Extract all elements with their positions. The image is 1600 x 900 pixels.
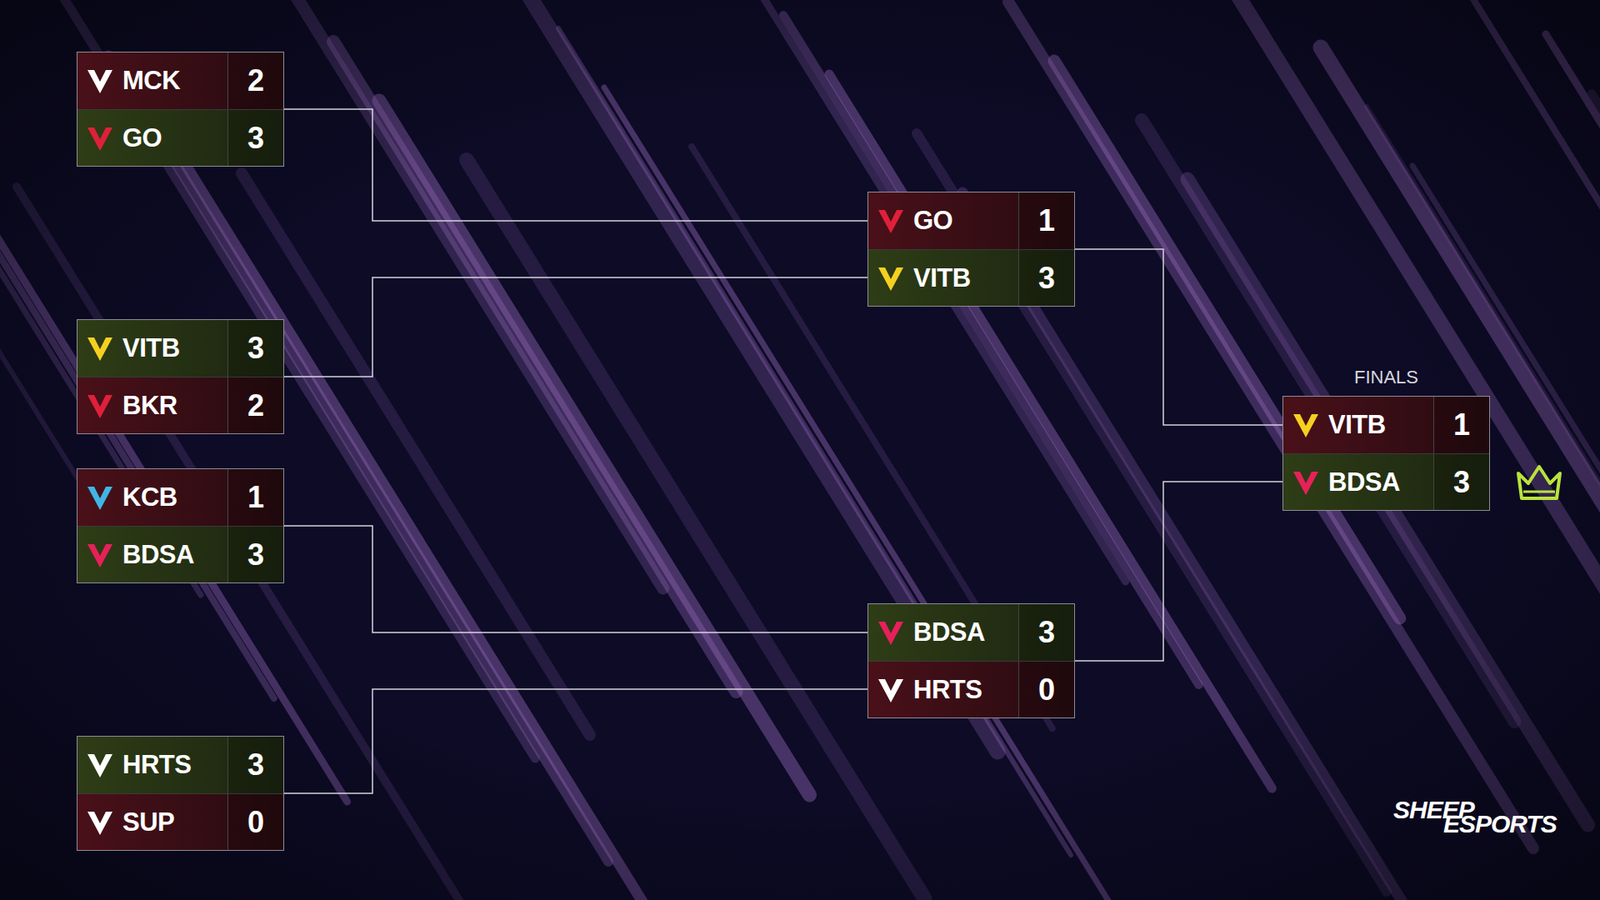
team-name: GO: [122, 110, 228, 166]
logo-glyph: [87, 486, 113, 510]
match-box: BDSA3HRTS0: [867, 603, 1075, 719]
match-box: GO1VITB3: [867, 191, 1075, 307]
round-heading: FINALS: [1283, 366, 1490, 389]
team-name: BDSA: [913, 604, 1019, 661]
team-name: HRTS: [913, 661, 1019, 718]
logo-glyph: [878, 679, 904, 703]
series-score: 1: [1433, 396, 1490, 454]
team-name: GO: [913, 192, 1019, 250]
team-logo: [868, 250, 914, 306]
bracket-connector: [284, 689, 868, 794]
bracket-connector: [284, 277, 868, 377]
team-name: MCK: [122, 52, 228, 110]
logo-glyph: [87, 395, 113, 419]
team-row: KCB1: [77, 469, 284, 526]
series-score: 2: [227, 377, 284, 434]
team-logo: [868, 192, 914, 250]
logo-glyph: [87, 754, 113, 778]
team-row: HRTS3: [77, 736, 284, 794]
logo-glyph: [87, 127, 113, 151]
logo-glyph: [87, 70, 113, 94]
match-box: MCK2GO3: [76, 51, 285, 167]
team-logo: [868, 604, 914, 661]
logo-glyph: [1293, 471, 1319, 495]
series-score: 0: [1018, 661, 1075, 718]
bracket-connector: [284, 109, 868, 221]
series-score: 1: [1018, 192, 1075, 250]
match-box: VITB3BKR2: [76, 319, 285, 435]
crown-icon: [1518, 466, 1560, 499]
match-box: FINALSVITB1BDSA3: [1282, 395, 1490, 511]
team-row: GO1: [868, 192, 1075, 250]
match-box: KCB1BDSA3: [76, 468, 285, 584]
team-row: HRTS0: [868, 660, 1075, 718]
series-score: 3: [227, 736, 284, 794]
series-score: 3: [227, 320, 284, 377]
team-row: SUP0: [77, 793, 284, 850]
series-score: 3: [1433, 454, 1490, 510]
series-score: 3: [1018, 604, 1075, 661]
team-name: VITB: [913, 250, 1019, 306]
team-row: VITB3: [77, 320, 284, 377]
logo-glyph: [878, 621, 904, 645]
team-row: BDSA3: [77, 525, 284, 583]
team-row: BKR2: [77, 376, 284, 434]
team-name: VITB: [122, 320, 228, 377]
bracket-connector: [284, 525, 868, 633]
team-name: SUP: [122, 794, 228, 850]
logo-glyph: [1293, 414, 1319, 438]
team-logo: [77, 110, 123, 166]
team-name: HRTS: [122, 736, 228, 794]
team-logo: [77, 526, 123, 583]
team-row: GO3: [77, 109, 284, 166]
series-score: 0: [227, 794, 284, 850]
team-logo: [1283, 454, 1329, 510]
logo-glyph: [878, 210, 904, 234]
team-logo: [77, 794, 123, 850]
team-logo: [77, 52, 123, 110]
team-name: BKR: [122, 377, 228, 434]
team-logo: [77, 320, 123, 377]
logo-glyph: [87, 544, 113, 568]
team-logo: [77, 736, 123, 794]
team-name: KCB: [122, 469, 228, 526]
bracket-connector: [1075, 481, 1283, 661]
series-score: 3: [227, 110, 284, 166]
series-score: 1: [227, 469, 284, 526]
series-score: 3: [1018, 250, 1075, 306]
bracket-connector: [1075, 249, 1283, 425]
team-row: VITB1: [1283, 396, 1490, 454]
series-score: 2: [227, 52, 284, 110]
logo-glyph: [878, 267, 904, 291]
logo-glyph: [87, 811, 113, 835]
watermark: ESPORTS: [1443, 810, 1557, 839]
team-name: BDSA: [1328, 454, 1434, 510]
team-row: MCK2: [77, 52, 284, 110]
team-row: VITB3: [868, 249, 1075, 306]
team-logo: [77, 377, 123, 434]
match-box: HRTS3SUP0: [76, 735, 285, 851]
series-score: 3: [227, 526, 284, 583]
team-row: BDSA3: [868, 604, 1075, 661]
team-logo: [77, 469, 123, 526]
team-name: VITB: [1328, 396, 1434, 454]
team-name: BDSA: [122, 526, 228, 583]
team-row: BDSA3: [1283, 453, 1490, 510]
logo-glyph: [87, 337, 113, 361]
team-logo: [1283, 396, 1329, 454]
team-logo: [868, 661, 914, 718]
